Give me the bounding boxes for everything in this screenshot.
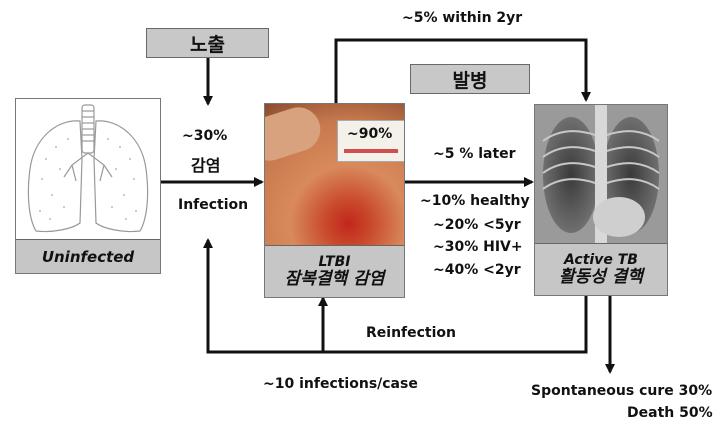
uninfected-caption-box: Uninfected [16,239,160,273]
within-2yr-label: ~5% within 2yr [402,10,523,26]
death-label: Death 50% [627,405,713,421]
active-tb-panel: Active TB 활동성 결핵 [534,104,668,296]
under5-label: ~20% <5yr [433,217,521,233]
rapid-progression-path [334,38,591,103]
exposure-label: 노출 [190,33,225,56]
onset-box: 발병 [410,64,530,94]
hiv-label: ~30% HIV+ [433,239,523,255]
active-caption-ko: 활동성 결핵 [558,266,644,287]
ltbi-caption: LTBI [318,253,351,270]
exposure-box: 노출 [146,28,269,58]
under2-label: ~40% <2yr [433,262,521,278]
skin-test-finger [265,104,326,167]
infections-per-case-label: ~10 infections/case [263,376,418,392]
ltbi-panel: ~90% LTBI 잠복결핵 감염 [264,103,405,298]
ltbi-percent: ~90% [347,126,393,142]
active-caption: Active TB [564,251,638,268]
healthy-label: ~10% healthy [420,193,530,209]
reinfection-label: Reinfection [366,325,457,341]
active-caption-box: Active TB 활동성 결핵 [535,243,667,295]
infection-en-label: Infection [178,197,249,213]
later-label: ~5 % later [433,146,516,162]
spontaneous-cure-label: Spontaneous cure 30% [531,383,713,399]
chest-xray-image [535,105,667,245]
lungs-illustration [27,104,149,233]
reinfection-path [203,238,588,354]
onset-label: 발병 [452,69,488,92]
infection-percent-label: ~30% [182,128,228,144]
ruler-strip [337,120,404,162]
infection-ko-label: 감염 [191,156,221,175]
ltbi-caption-ko: 잠복결핵 감염 [284,268,385,289]
uninfected-caption: Uninfected [41,247,135,266]
uninfected-panel: Uninfected [15,98,161,274]
ltbi-caption-box: LTBI 잠복결핵 감염 [265,245,404,297]
